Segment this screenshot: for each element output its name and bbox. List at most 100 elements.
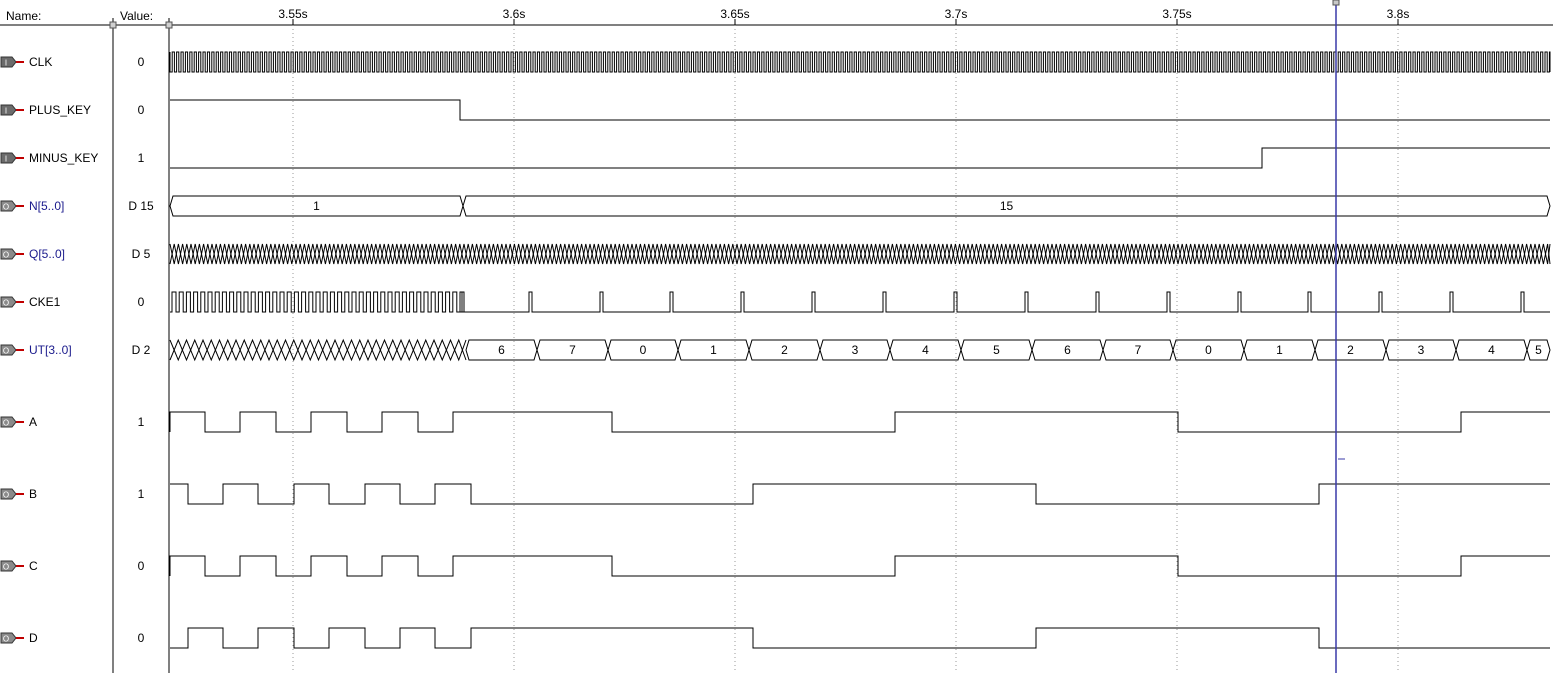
time-cursor-handle	[1332, 0, 1340, 6]
bus-trace	[169, 243, 1551, 265]
signal-name: B	[29, 487, 38, 501]
bus-segment-label: 4	[1488, 343, 1495, 357]
input-pin-icon: I	[0, 152, 24, 164]
value-column-header: Value:	[120, 9, 154, 23]
signal-row-cke1[interactable]: O CKE1 0	[0, 292, 168, 312]
signal-name: CKE1	[29, 295, 61, 309]
signal-row-clk[interactable]: I CLK 0	[0, 52, 168, 72]
bus-segment-label: 1	[1276, 343, 1283, 357]
svg-text:O: O	[3, 491, 9, 500]
n-bus-waveform: 1 15	[169, 195, 1551, 217]
clk-waveform	[169, 51, 1551, 73]
signal-value: 0	[137, 295, 145, 309]
signal-name: UT[3..0]	[29, 343, 72, 357]
b-waveform	[170, 483, 1550, 505]
signal-row-q[interactable]: O Q[5..0] D 5	[0, 244, 168, 264]
svg-text:I: I	[5, 107, 7, 116]
signal-row-minus-key[interactable]: I MINUS_KEY 1	[0, 148, 168, 168]
signal-row-b[interactable]: O B 1	[0, 484, 168, 504]
name-column-header: Name:	[6, 9, 42, 23]
time-tick-label: 3.6s	[502, 7, 526, 21]
bus-segment	[462, 195, 1551, 217]
svg-text:O: O	[3, 419, 9, 428]
bus-segment-label: 2	[1347, 343, 1354, 357]
input-pin-icon: I	[0, 104, 24, 116]
signal-row-c[interactable]: O C 0	[0, 556, 168, 576]
splitter-handle	[165, 21, 173, 29]
bus-segment-label: 7	[1135, 343, 1142, 357]
bus-trace	[169, 243, 1551, 265]
svg-text:O: O	[3, 563, 9, 572]
signal-name: CLK	[29, 55, 53, 69]
time-tick-label: 3.65s	[720, 7, 750, 21]
bus-segment-label: 1	[710, 343, 717, 357]
signal-row-ut[interactable]: O UT[3..0] D 2	[0, 340, 168, 360]
bus-segment-label: 7	[569, 343, 576, 357]
c-waveform	[169, 555, 1550, 577]
signal-value: D 15	[128, 199, 154, 213]
bus-segment-label: 1	[313, 199, 320, 213]
signal-row-n[interactable]: O N[5..0] D 15	[0, 196, 168, 216]
bus-trace	[169, 338, 467, 362]
bus-segment-label: 2	[781, 343, 788, 357]
signal-value: 0	[137, 559, 145, 573]
input-pin-icon: I	[0, 56, 24, 68]
bus-segment-label: 5	[993, 343, 1000, 357]
time-tick-label: 3.7s	[944, 7, 968, 21]
svg-text:O: O	[3, 299, 9, 308]
q-bus-waveform	[169, 243, 1551, 265]
svg-text:O: O	[3, 635, 9, 644]
signal-name: C	[29, 559, 38, 573]
signal-value: 1	[137, 487, 145, 501]
time-tick-label: 3.75s	[1162, 7, 1192, 21]
signal-name: N[5..0]	[29, 199, 65, 213]
svg-text:O: O	[3, 203, 9, 212]
bus-segment-label: 0	[1205, 343, 1212, 357]
bus-segment-label: 3	[1418, 343, 1425, 357]
signal-name: A	[29, 415, 38, 429]
bus-trace	[169, 338, 467, 362]
time-tick-label: 3.55s	[278, 7, 308, 21]
output-pin-icon: O	[0, 560, 24, 572]
signal-row-a[interactable]: O A 1	[0, 412, 168, 432]
bus-segment-label: 3	[852, 343, 859, 357]
signal-value: 0	[137, 55, 145, 69]
bus-segment-label: 15	[1000, 199, 1014, 213]
signal-row-d[interactable]: O D 0	[0, 628, 168, 648]
signal-name: MINUS_KEY	[29, 151, 99, 165]
output-bus-icon: O	[0, 200, 24, 212]
bus-segment-label: 6	[1064, 343, 1071, 357]
output-pin-icon: O	[0, 416, 24, 428]
signal-value: 1	[137, 151, 145, 165]
cke1-waveform	[170, 291, 1550, 313]
a-waveform	[169, 411, 1550, 433]
signal-name: Q[5..0]	[29, 247, 66, 261]
signal-value: 1	[137, 415, 145, 429]
signal-value: D 2	[131, 343, 151, 357]
time-tick-label: 3.8s	[1386, 7, 1410, 21]
svg-text:O: O	[3, 347, 9, 356]
output-bus-icon: O	[0, 248, 24, 260]
ut-bus-waveform	[169, 338, 467, 362]
svg-text:I: I	[5, 155, 7, 164]
output-bus-icon: O	[0, 344, 24, 356]
signal-value: 0	[137, 631, 145, 645]
signal-row-plus-key[interactable]: I PLUS_KEY 0	[0, 100, 168, 120]
minus-key-waveform	[170, 147, 1550, 169]
signal-value: 0	[137, 103, 145, 117]
signal-name: D	[29, 631, 38, 645]
output-pin-icon: O	[0, 296, 24, 308]
signal-name: PLUS_KEY	[29, 103, 92, 117]
ut-bus-segments: 6 7 0 1 2 3 4 5 6 7 0 1 2 3 4 5	[465, 339, 1551, 361]
bus-segment-label: 5	[1535, 343, 1542, 357]
output-pin-icon: O	[0, 632, 24, 644]
bus-segment-label: 0	[640, 343, 647, 357]
svg-text:O: O	[3, 251, 9, 260]
bus-segment-label: 4	[922, 343, 929, 357]
plus-key-waveform	[170, 99, 1550, 121]
bus-segment-label: 6	[498, 343, 505, 357]
svg-text:I: I	[5, 59, 7, 68]
signal-value: D 5	[131, 247, 151, 261]
splitter-handle	[109, 21, 117, 29]
